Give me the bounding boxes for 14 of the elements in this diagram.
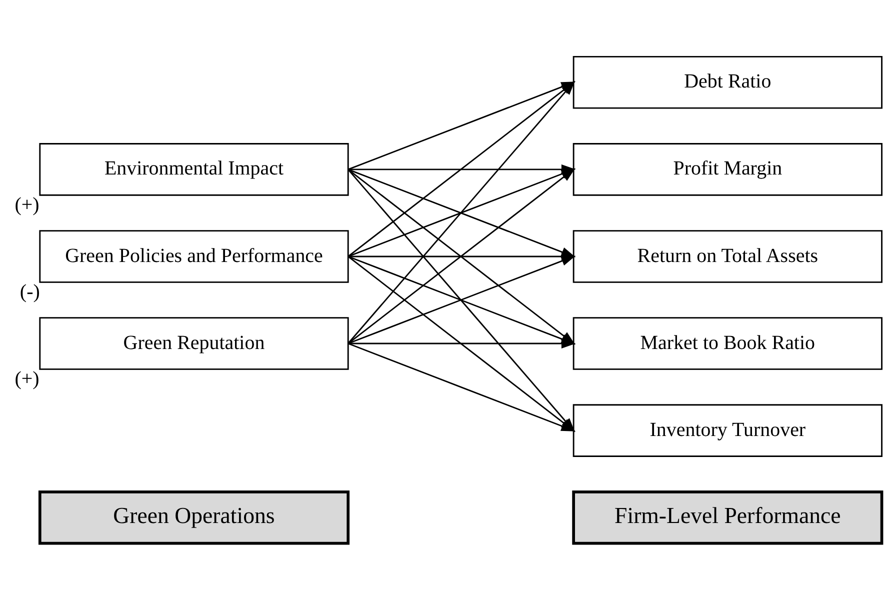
node-box: Green Operations <box>38 490 350 545</box>
node-box: Green Reputation <box>39 317 349 370</box>
node-box: Profit Margin <box>572 143 882 196</box>
node-label: (+) <box>14 194 40 216</box>
node-box: Market to Book Ratio <box>572 317 882 370</box>
node-label: (+) <box>14 368 40 390</box>
node-box: Inventory Turnover <box>572 404 882 457</box>
node-box: Debt Ratio <box>572 56 882 109</box>
node-label: (-) <box>20 281 40 304</box>
node-box: Return on Total Assets <box>572 230 882 283</box>
node-box: Firm-Level Performance <box>572 490 884 545</box>
node-box: Green Policies and Performance <box>39 230 349 283</box>
node-box: Environmental Impact <box>39 143 349 196</box>
arrow <box>348 338 576 349</box>
